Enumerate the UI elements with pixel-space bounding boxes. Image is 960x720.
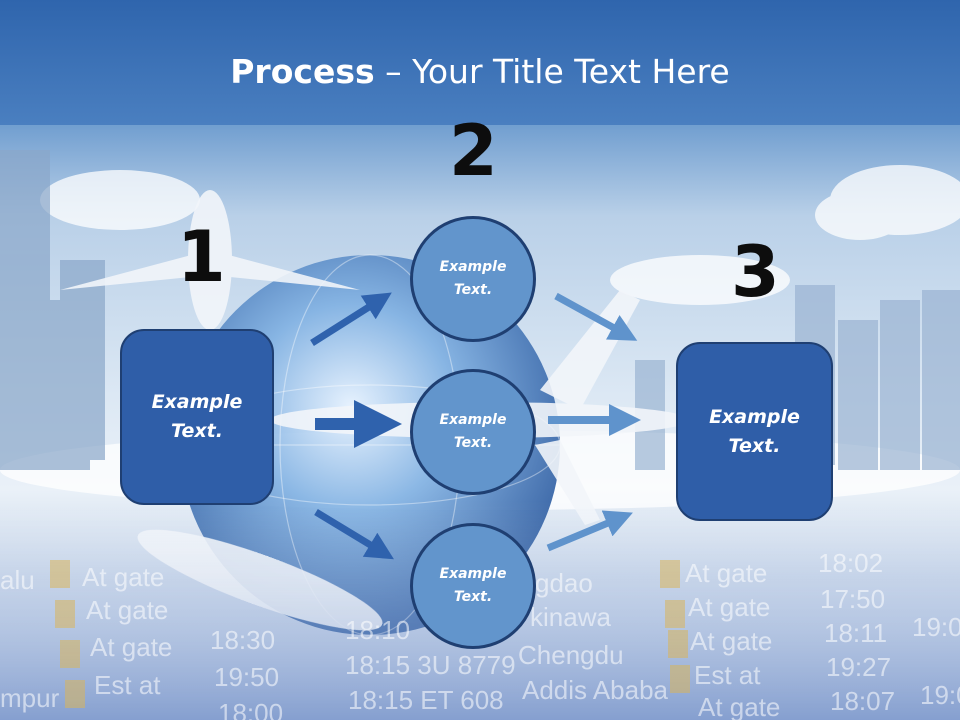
board-far-right-time: 19:0 xyxy=(920,680,960,710)
arrow-from-top-circle xyxy=(554,292,638,341)
arrow-from-bottom-circle xyxy=(546,510,633,552)
step-number-3: 3 xyxy=(731,231,780,313)
board-right-time: 18:02 xyxy=(818,548,884,578)
board-right-text: At gate xyxy=(698,692,781,720)
step-2-circle-bottom: Example Text. xyxy=(410,523,536,649)
slide-title: Process – Your Title Text Here xyxy=(0,52,960,91)
circle-text: Example Text. xyxy=(439,566,507,605)
board-left-text: At gate xyxy=(82,562,165,592)
title-rest: – Your Title Text Here xyxy=(374,52,730,91)
arrow-to-bottom-circle xyxy=(314,509,394,560)
board-middle-text: Chengdu xyxy=(518,640,624,670)
board-left-time: 18:00 xyxy=(218,698,284,720)
board-right-time: 18:07 xyxy=(830,686,896,716)
step-3-box: Example Text. xyxy=(676,342,833,521)
step-2-circle-middle: Example Text. xyxy=(410,369,536,495)
board-right-text: Est at xyxy=(694,660,761,690)
board-left-text: At gate xyxy=(86,595,169,625)
board-left-text: alu xyxy=(0,565,35,595)
title-band xyxy=(0,0,960,125)
board-left-text: Est at xyxy=(94,670,161,700)
left-buildings xyxy=(0,150,105,470)
board-middle-text: Addis Ababa xyxy=(522,675,669,705)
board-right-time: 19:27 xyxy=(826,652,892,682)
board-left-text: At gate xyxy=(90,632,173,662)
step-1-box: Example Text. xyxy=(120,329,274,505)
board-left-text: mpur xyxy=(0,683,60,713)
step-2-circle-top: Example Text. xyxy=(410,216,536,342)
board-right-text: At gate xyxy=(685,558,768,588)
board-middle-text: 18:15 ET 608 xyxy=(348,685,504,715)
board-middle-text: 18:15 3U 8779 xyxy=(345,650,516,680)
title-bold: Process xyxy=(230,52,375,91)
step-3-text: Example Text. xyxy=(709,405,800,457)
board-left-time: 19:50 xyxy=(214,662,280,692)
board-middle-text: kinawa xyxy=(530,602,611,632)
board-middle-text: gdao xyxy=(535,568,593,598)
board-far-right-time: 19:00 xyxy=(912,612,960,642)
board-right-time: 17:50 xyxy=(820,584,886,614)
board-middle-text: 18:10 xyxy=(345,615,411,645)
board-right-text: At gate xyxy=(690,626,773,656)
step-number-2: 2 xyxy=(449,110,498,192)
board-left-time: 18:30 xyxy=(210,625,276,655)
board-right-time: 18:11 xyxy=(824,618,888,648)
circle-text: Example Text. xyxy=(439,412,507,451)
step-1-text: Example Text. xyxy=(151,391,243,442)
board-right-text: At gate xyxy=(688,592,771,622)
step-number-1: 1 xyxy=(177,216,226,298)
arrow-to-top-circle xyxy=(310,292,392,346)
circle-text: Example Text. xyxy=(439,259,507,298)
